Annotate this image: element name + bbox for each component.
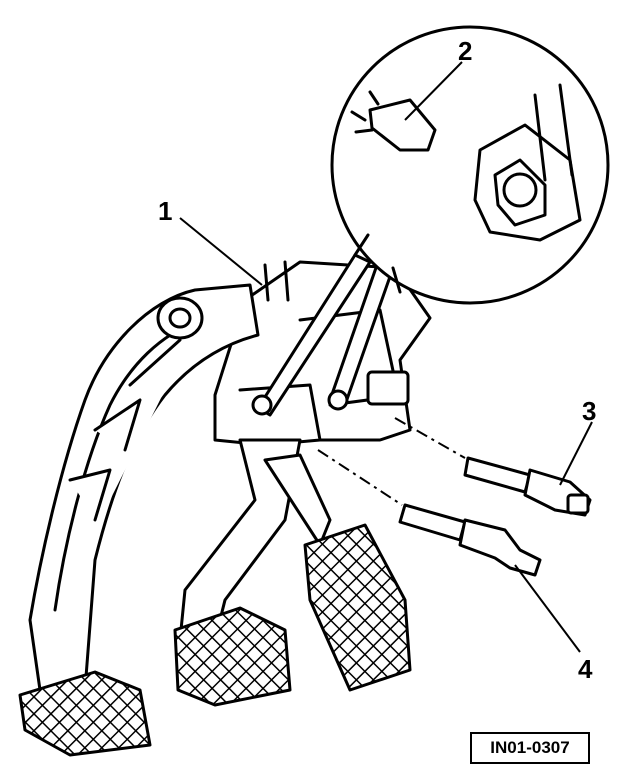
callout-1: 1 bbox=[158, 196, 173, 226]
detail-magnifier bbox=[330, 25, 610, 305]
alignment-lines bbox=[317, 417, 466, 506]
pushrods bbox=[251, 253, 395, 417]
leader-lines bbox=[179, 61, 593, 653]
callout-3: 3 bbox=[582, 396, 597, 426]
callout-4: 4 bbox=[578, 654, 593, 684]
right-pedal bbox=[263, 453, 412, 692]
clutch-pedal bbox=[18, 283, 260, 757]
figure-code-label: IN01-0307 bbox=[470, 732, 590, 764]
part-2-clip bbox=[350, 90, 437, 152]
callout-2: 2 bbox=[458, 36, 473, 66]
part-3-switch bbox=[463, 456, 592, 517]
part-4-switch bbox=[398, 503, 542, 577]
